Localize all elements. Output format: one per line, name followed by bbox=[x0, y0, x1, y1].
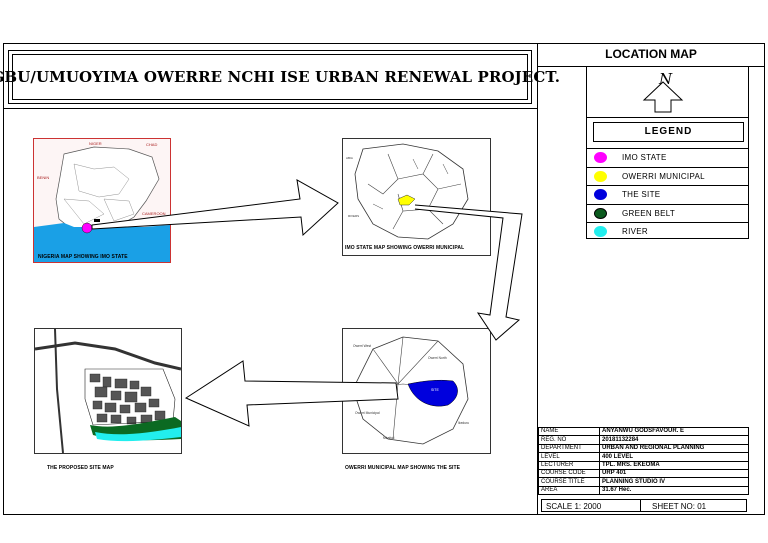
map-label-cameroon: CAMEROON bbox=[142, 211, 166, 216]
location-map-heading: LOCATION MAP bbox=[605, 47, 697, 61]
project-title: EGBU/UMUOYIMA OWERRE NCHI ISE URBAN RENE… bbox=[0, 68, 561, 86]
imo-state-map-drawing: ABIA RIVERS bbox=[346, 143, 469, 240]
title-block: EGBU/UMUOYIMA OWERRE NCHI ISE URBAN RENE… bbox=[0, 50, 560, 104]
green-belt-swatch bbox=[594, 208, 607, 219]
sheet-number: SHEET NO: 01 bbox=[652, 502, 707, 511]
imo-state-swatch bbox=[594, 152, 607, 163]
legend-item-river: RIVER bbox=[586, 222, 749, 240]
info-value: ANYANWU GODSFAVOUR. E bbox=[599, 426, 749, 437]
info-key: NAME bbox=[538, 426, 600, 437]
legend-title: LEGEND bbox=[593, 122, 744, 142]
legend-label: IMO STATE bbox=[622, 153, 667, 162]
info-key: AREA bbox=[538, 485, 600, 496]
label-owerri-municipal: Owerri Municipal bbox=[355, 411, 380, 415]
legend-label: THE SITE bbox=[622, 190, 661, 199]
info-value: 31.67 Hec. bbox=[599, 485, 749, 496]
map-label-benin: BENIN bbox=[37, 175, 49, 180]
map-label-niger: NIGER bbox=[89, 141, 102, 146]
imo-state-map: ABIA RIVERS bbox=[342, 138, 491, 256]
info-value: TPL. MRS. EKEOMA bbox=[599, 460, 749, 470]
imo-state-map-caption: IMO STATE MAP SHOWING OWERRI MUNICIPAL bbox=[345, 245, 465, 251]
legend-item-owerri-municipal: OWERRI MUNICIPAL bbox=[586, 167, 749, 185]
legend-item-the-site: THE SITE bbox=[586, 185, 749, 203]
site-map-caption: THE PROPOSED SITE MAP bbox=[47, 465, 114, 471]
drawing-frame bbox=[3, 43, 765, 515]
info-value: 400 LEVEL bbox=[599, 452, 749, 462]
arrow-nigeria-to-imo bbox=[91, 179, 339, 237]
info-value: URBAN AND REGIONAL PLANNING bbox=[599, 443, 749, 454]
label-site: SITE bbox=[431, 388, 439, 392]
info-key: LECTURER bbox=[538, 460, 600, 470]
info-value: URP 401 bbox=[599, 468, 749, 479]
info-key: LEVEL bbox=[538, 452, 600, 462]
legend-label: RIVER bbox=[622, 227, 648, 236]
info-value: 20181132284 bbox=[599, 435, 749, 445]
info-key: COURSE CODE bbox=[538, 468, 600, 479]
svg-text:RIVERS: RIVERS bbox=[348, 214, 359, 218]
nigeria-map: NIGER CHAD BENIN CAMEROON bbox=[33, 138, 171, 263]
nigeria-map-drawing: NIGER CHAD BENIN CAMEROON bbox=[34, 139, 170, 262]
label-mbaitoli: Mbaitoli bbox=[383, 436, 395, 440]
label-ikeduru: Ikeduru bbox=[458, 421, 469, 425]
site-swatch bbox=[594, 189, 607, 200]
title-divider bbox=[3, 108, 537, 109]
arrow-owerri-to-site bbox=[184, 360, 399, 427]
legend-label: OWERRI MUNICIPAL bbox=[622, 172, 705, 181]
label-owerri-north: Owerri North bbox=[428, 356, 447, 360]
location-heading-rule bbox=[537, 66, 765, 67]
owerri-municipal-swatch bbox=[594, 171, 607, 182]
arrow-imo-to-owerri bbox=[414, 204, 523, 341]
location-panel bbox=[537, 43, 765, 515]
label-owerri-west: Owerri West bbox=[353, 344, 371, 348]
info-key: REG. NO bbox=[538, 435, 600, 445]
scale-divider bbox=[640, 500, 641, 511]
info-key: COURSE TITLE bbox=[538, 477, 600, 487]
scale-label: SCALE 1: 2000 bbox=[546, 502, 602, 511]
owerri-map-drawing: Owerri West Owerri North Owerri Municipa… bbox=[352, 336, 469, 445]
legend-item-imo-state: IMO STATE bbox=[586, 148, 749, 166]
river-swatch bbox=[594, 226, 607, 237]
scale-sheet-box: SCALE 1: 2000 SHEET NO: 01 bbox=[541, 499, 747, 512]
title-inner-border: EGBU/UMUOYIMA OWERRE NCHI ISE URBAN RENE… bbox=[0, 54, 560, 100]
north-arrow-box bbox=[586, 66, 749, 117]
legend-box bbox=[586, 117, 749, 239]
legend-item-green-belt: GREEN BELT bbox=[586, 204, 749, 222]
svg-text:ABIA: ABIA bbox=[346, 156, 353, 160]
info-value: PLANNING STUDIO IV bbox=[599, 477, 749, 487]
nigeria-map-caption: NIGERIA MAP SHOWING IMO STATE bbox=[38, 254, 128, 260]
legend-label: GREEN BELT bbox=[622, 209, 676, 218]
proposed-site-map bbox=[34, 328, 182, 454]
north-arrow-icon bbox=[642, 81, 684, 113]
map-label-chad: CHAD bbox=[146, 142, 157, 147]
site-map-drawing bbox=[35, 329, 181, 453]
info-key: DEPARTMENT bbox=[538, 443, 600, 454]
owerri-map-caption: OWERRI MUNICIPAL MAP SHOWING THE SITE bbox=[345, 465, 461, 471]
